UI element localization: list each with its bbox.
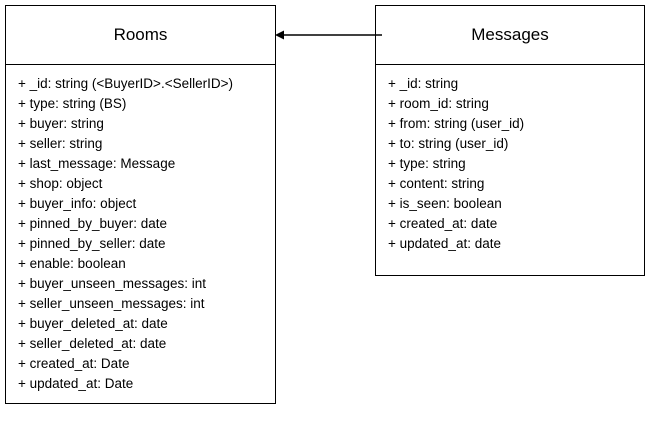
uml-class-messages-attributes: + _id: string + room_id: string + from: … [376,65,644,263]
uml-class-rooms[interactable]: Rooms + _id: string (<BuyerID>.<SellerID… [5,5,276,404]
uml-attribute: + updated_at: Date [18,376,134,391]
uml-attribute: + last_message: Message [18,156,176,171]
uml-attribute: + enable: boolean [18,256,126,271]
uml-class-messages-header: Messages [376,6,644,65]
uml-attribute: + to: string (user_id) [388,136,509,151]
arrowhead-icon [275,30,284,40]
uml-attribute: + content: string [388,176,485,191]
uml-attribute: + seller: string [18,136,103,151]
uml-attribute: + seller_deleted_at: date [18,336,167,351]
uml-attribute: + seller_unseen_messages: int [18,296,205,311]
uml-attribute: + _id: string (<BuyerID>.<SellerID>) [18,76,233,91]
uml-class-rooms-header: Rooms [6,6,275,65]
uml-attribute: + buyer_info: object [18,196,137,211]
uml-attribute: + buyer: string [18,116,104,131]
uml-class-messages-title: Messages [471,25,549,44]
uml-class-rooms-title: Rooms [113,25,168,44]
uml-attribute: + created_at: Date [18,356,130,371]
uml-attribute: + from: string (user_id) [388,116,525,131]
uml-attribute: + buyer_unseen_messages: int [18,276,206,291]
uml-attribute: + type: string [388,156,466,171]
uml-class-rooms-attributes: + _id: string (<BuyerID>.<SellerID>) + t… [6,65,275,403]
uml-attribute: + room_id: string [388,96,489,111]
uml-class-messages[interactable]: Messages + _id: string + room_id: string… [375,5,645,276]
uml-attribute: + pinned_by_buyer: date [18,216,167,231]
uml-attribute: + created_at: date [388,216,498,231]
uml-attribute: + _id: string [388,76,459,91]
uml-attribute: + pinned_by_seller: date [18,236,166,251]
uml-attribute: + shop: object [18,176,103,191]
uml-attribute: + type: string (BS) [18,96,127,111]
uml-attribute: + is_seen: boolean [388,196,502,211]
association-connector-messages-to-rooms[interactable] [270,20,382,52]
uml-attribute: + updated_at: date [388,236,501,251]
uml-attribute: + buyer_deleted_at: date [18,316,168,331]
